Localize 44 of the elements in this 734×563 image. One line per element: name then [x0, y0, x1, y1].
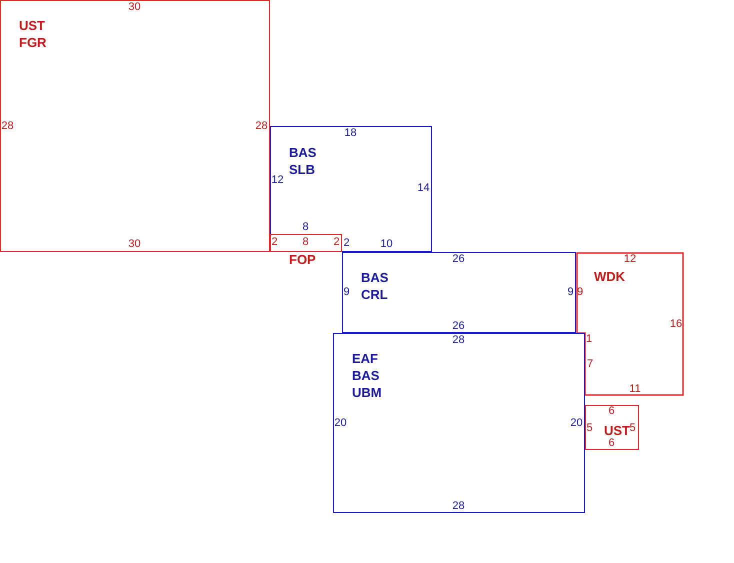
room-label: BAS SLB — [289, 144, 316, 178]
dimension-label: 18 — [344, 126, 357, 138]
dimension-label: 5 — [629, 422, 636, 434]
dimension-label: 28 — [452, 500, 465, 512]
room — [333, 333, 585, 513]
dimension-label: 11 — [629, 383, 641, 395]
dimension-label: 14 — [417, 182, 430, 194]
dimension-label: 20 — [334, 416, 347, 428]
dimension-label: 30 — [128, 238, 141, 250]
dimension-label: 12 — [624, 253, 636, 265]
dimension-label: 5 — [586, 422, 593, 434]
room — [0, 0, 270, 252]
room — [342, 252, 576, 333]
dimension-label: 7 — [586, 358, 594, 370]
dimension-label: 9 — [567, 286, 574, 298]
dimension-label: 12 — [271, 174, 284, 186]
room-label: UST — [604, 422, 630, 438]
dimension-label: 2 — [333, 236, 340, 248]
dimension-label: 9 — [343, 286, 350, 298]
room — [576, 252, 684, 396]
dimension-label: 26 — [452, 252, 465, 264]
dimension-label: 28 — [452, 334, 465, 346]
dimension-label: 6 — [608, 436, 615, 448]
dimension-label: 1 — [586, 333, 592, 345]
dimension-label: 16 — [670, 318, 682, 330]
dimension-label: 28 — [255, 120, 268, 132]
dimension-label: 10 — [380, 238, 393, 250]
dimension-label: 2 — [271, 236, 278, 248]
dimension-label: 30 — [128, 0, 141, 12]
dimension-label: 28 — [1, 120, 14, 132]
room-label: UST FGR — [19, 17, 46, 51]
room — [270, 126, 432, 252]
dimension-label: 26 — [452, 320, 465, 332]
dimension-label: 20 — [570, 416, 583, 428]
room-label: BAS CRL — [361, 269, 388, 303]
room-label: WDK — [594, 268, 626, 285]
dimension-label: 8 — [302, 236, 309, 248]
room-label: EAF BAS UBM — [352, 350, 382, 401]
room-label: FOP — [289, 251, 316, 268]
dimension-label: 8 — [302, 220, 309, 232]
dimension-label: 6 — [608, 404, 615, 416]
dimension-label: 2 — [343, 236, 350, 248]
room — [585, 405, 639, 450]
dimension-label: 9 — [576, 286, 584, 298]
